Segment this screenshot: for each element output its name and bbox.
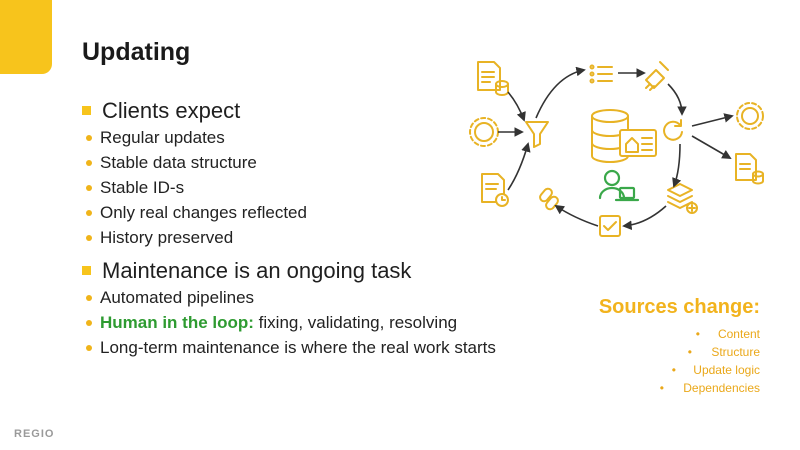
sub-bullet: Long-term maintenance is where the real …	[82, 337, 502, 359]
api-gear-icon	[469, 117, 499, 147]
highlight-text: Human in the loop:	[100, 313, 254, 332]
source-item-text: Content	[717, 327, 760, 341]
sub-bullet: Only real changes reflected	[82, 202, 502, 224]
link-icon	[539, 187, 559, 211]
bullet-list: Clients expect Regular updates Stable da…	[82, 98, 502, 362]
filter-icon	[525, 121, 549, 148]
slide-title: Updating	[82, 38, 191, 66]
sub-bullet: Stable data structure	[82, 152, 502, 174]
list-icon	[589, 64, 613, 84]
source-item-text: Structure	[711, 345, 760, 359]
source-item-text: Dependencies	[683, 381, 760, 395]
corner-accent	[0, 0, 52, 74]
sub-bullet: Automated pipelines	[82, 287, 502, 309]
source-item: •Structure	[687, 345, 760, 359]
source-item: •Dependencies	[659, 381, 760, 395]
document-db-icon	[477, 61, 509, 96]
sources-change-panel: Sources change: •Content •Structure •Upd…	[560, 296, 760, 397]
source-item-text: Update logic	[693, 363, 760, 377]
pipeline-diagram	[469, 61, 764, 237]
refresh-icon	[663, 119, 683, 141]
source-item: •Content	[695, 327, 760, 341]
sub-bullet: History preserved	[82, 227, 502, 249]
home-panel-icon	[619, 129, 657, 157]
stack-add-icon	[667, 183, 698, 214]
checkbox-icon	[599, 215, 621, 237]
api-gear-icon	[736, 102, 764, 130]
document-db-icon	[735, 153, 764, 185]
sub-bullet-text: fixing, validating, resolving	[253, 313, 458, 332]
sub-bullet-human-loop: Human in the loop: fixing, validating, r…	[82, 312, 502, 334]
document-clock-icon	[481, 173, 509, 207]
source-item: •Update logic	[671, 363, 760, 377]
footer-logo: REGIO	[14, 428, 55, 440]
sub-bullet: Regular updates	[82, 127, 502, 149]
bullet-maintenance: Maintenance is an ongoing task	[82, 258, 502, 284]
sources-title: Sources change:	[598, 296, 760, 318]
brush-icon	[645, 61, 669, 91]
bullet-clients-expect: Clients expect	[82, 98, 502, 124]
sub-bullet: Stable ID-s	[82, 177, 502, 199]
user-laptop-icon	[598, 169, 640, 202]
